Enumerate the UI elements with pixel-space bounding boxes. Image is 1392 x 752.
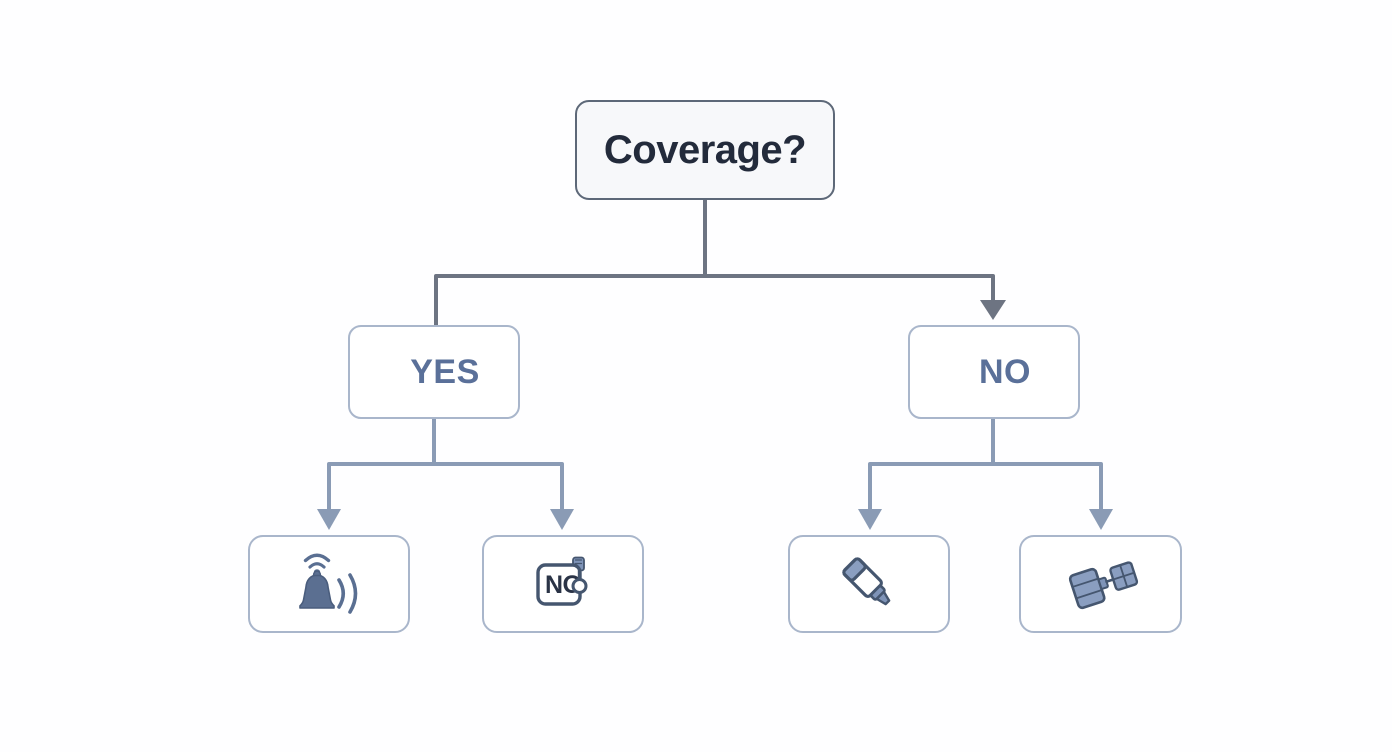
- leaf-node-satellite[interactable]: [1019, 535, 1182, 633]
- branch-node-yes-label: YES: [410, 352, 480, 391]
- no-badge-icon: NO: [536, 556, 588, 606]
- decision-node-coverage[interactable]: Coverage?: [575, 100, 835, 200]
- arrowhead-yes-to-leaf2: [550, 509, 574, 530]
- satellite-icon: [1068, 561, 1138, 610]
- leaf-node-bell-signal[interactable]: [248, 535, 410, 633]
- arrowhead-root-to-no: [980, 300, 1006, 320]
- arrowhead-no-to-leaf3: [858, 509, 882, 530]
- decision-node-label: Coverage?: [603, 127, 807, 172]
- branch-node-no[interactable]: NO: [908, 325, 1080, 419]
- branch-node-yes[interactable]: YES: [348, 325, 520, 419]
- arrowhead-no-to-leaf4: [1089, 509, 1113, 530]
- arrowhead-yes-to-leaf1: [317, 509, 341, 530]
- branch-node-no-label: NO: [979, 352, 1031, 391]
- leaf-node-highlighter[interactable]: [788, 535, 950, 633]
- bell-signal-icon: [299, 553, 358, 614]
- leaf-node-no-badge[interactable]: NO: [482, 535, 644, 633]
- highlighter-icon: [842, 557, 891, 606]
